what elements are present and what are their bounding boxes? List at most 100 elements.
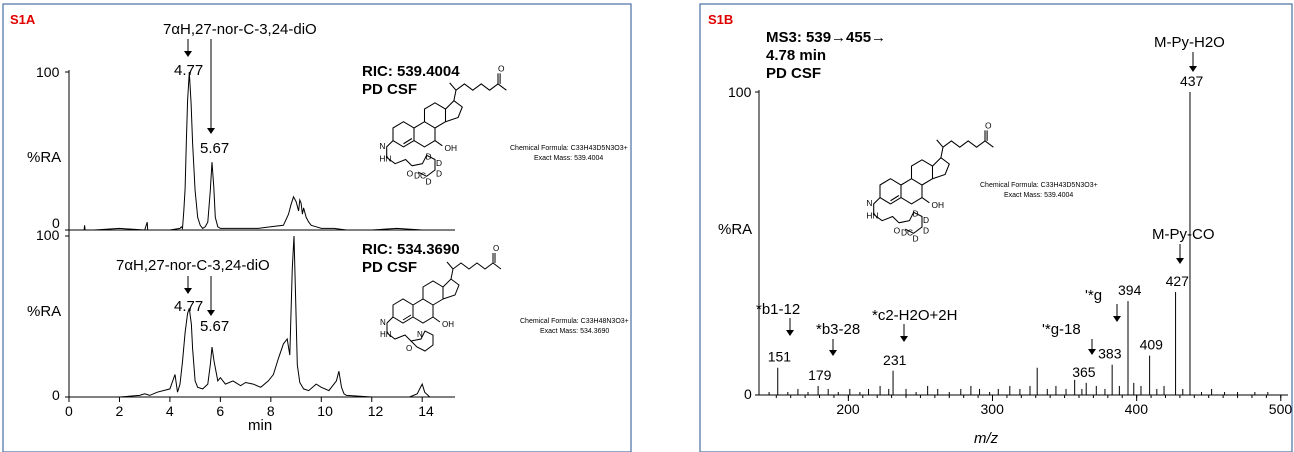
svg-text:DC: DC (414, 170, 426, 180)
structure-ms: OH O N HN O D D D D DC (866, 120, 994, 244)
ms-precursor-label: MS3: 539→455→ (766, 29, 886, 46)
bottom-ric-label: RIC: 534.3690 (362, 241, 460, 258)
bottom-ylabel: %RA (27, 303, 61, 320)
bottom-arrowhead-5-67 (207, 310, 215, 316)
ms-exact-mass: Exact Mass: 539.4004 (1004, 192, 1073, 199)
bottom-ytick-label-0: 0 (52, 387, 60, 403)
ms-minor-ticks (775, 395, 1282, 398)
svg-text:OH: OH (444, 143, 457, 153)
top-ytick-label-100: 100 (36, 64, 60, 80)
bottom-formula: Chemical Formula: C33H48N3O3+ (520, 318, 629, 325)
ms-peak-label: 365 (1072, 364, 1096, 380)
svg-text:O: O (407, 168, 414, 178)
svg-text:DC: DC (901, 227, 913, 237)
bottom-arrowhead-4-77 (184, 288, 192, 294)
svg-text:N: N (866, 198, 872, 208)
svg-text:HN: HN (380, 330, 392, 339)
ms-peak-label: 231 (883, 352, 907, 368)
ms-ytick-label-0: 0 (744, 386, 752, 402)
frag-label-c2: *c2-H2O+2H (872, 307, 957, 324)
top-formula: Chemical Formula: C33H43D5N3O3+ (510, 145, 628, 152)
panel-s1a-frame (2, 3, 632, 452)
bottom-ytick-label-100: 100 (36, 227, 60, 243)
bottom-xtick-label: 14 (418, 403, 434, 419)
svg-text:OH: OH (442, 320, 454, 329)
ms-sample-label: PD CSF (766, 65, 821, 82)
svg-text:O: O (493, 244, 499, 253)
ms-peak-label: 383 (1098, 346, 1122, 362)
panel-s1b-frame (699, 3, 1293, 452)
svg-text:HN: HN (379, 154, 391, 164)
ms-peak-label: 427 (1166, 273, 1190, 289)
ms-xtick-label: 500 (1269, 401, 1293, 417)
top-compound-label: 7αH,27-nor-C-3,24-diO (163, 21, 317, 38)
svg-text:N: N (417, 330, 423, 339)
bottom-sample-label: PD CSF (362, 259, 417, 276)
frag-label-g-18: '*g-18 (1042, 321, 1081, 338)
frag-label-m-py-h2o: M-Py-H2O (1154, 34, 1225, 51)
structure-bottom: OH O N HN O N (380, 244, 502, 353)
svg-text:D: D (436, 168, 442, 178)
svg-text:OH: OH (931, 200, 944, 210)
panel-s1b-tag: S1B (708, 12, 733, 27)
chromatogram-top: 100 0 %RA 7αH,27-nor-C-3,24-diO 4.77 5.6… (27, 21, 460, 231)
bottom-exact-mass: Exact Mass: 534.3690 (540, 328, 609, 335)
bottom-xtick-label: 10 (317, 403, 333, 419)
svg-text:O: O (406, 344, 412, 353)
top-peak-label-4-77: 4.77 (174, 62, 203, 79)
ms-xtick-label: 300 (981, 401, 1005, 417)
svg-text:HN: HN (866, 211, 878, 221)
svg-text:D: D (913, 209, 919, 219)
panel-s1a-tag: S1A (10, 12, 36, 27)
ms-peak-label: 394 (1118, 282, 1142, 298)
top-ric-label: RIC: 539.4004 (362, 63, 460, 80)
ms-peak-label: 179 (808, 367, 832, 383)
top-arrowhead-4-77 (184, 51, 192, 57)
ms-xtick-label: 200 (836, 401, 860, 417)
svg-text:D: D (426, 177, 432, 187)
ms-label-arrows (786, 52, 1197, 356)
frag-label-b3-28: *b3-28 (816, 321, 860, 338)
chromatogram-bottom-trace (69, 235, 455, 398)
bottom-peak-label-5-67: 5.67 (200, 318, 229, 335)
frag-label-m-py-co: M-Py-CO (1152, 226, 1215, 243)
frag-label-b1-12: *b1-12 (756, 301, 800, 318)
bottom-peak-label-4-77: 4.77 (174, 298, 203, 315)
ms-peak-label: 151 (768, 349, 792, 365)
bottom-xtick-label: 12 (368, 403, 384, 419)
svg-text:D: D (923, 225, 929, 235)
top-ytick-label-0: 0 (52, 215, 60, 231)
bottom-xtick-label: 0 (65, 403, 73, 419)
svg-text:N: N (379, 141, 385, 151)
ms-xlabel: m/z (974, 430, 999, 447)
structure-top: OH O N HN O D D D D DC (379, 63, 507, 187)
frag-label-g: '*g (1085, 287, 1102, 304)
bottom-xtick-label: 2 (115, 403, 123, 419)
ms-xtick-label: 400 (1125, 401, 1149, 417)
ms-x-ticks: 200 300 400 500 (836, 395, 1292, 417)
svg-text:D: D (436, 158, 442, 168)
top-sample-label: PD CSF (362, 81, 417, 98)
bottom-xtick-label: 8 (267, 403, 275, 419)
bottom-x-ticks: 0 2 4 6 8 10 12 14 (65, 397, 434, 419)
top-peak-label-5-67: 5.67 (200, 140, 229, 157)
ms-formula: Chemical Formula: C33H43D5N3O3+ (980, 182, 1098, 189)
ms-noise-peaks (768, 367, 1269, 395)
bottom-xtick-label: 4 (166, 403, 174, 419)
ms-ylabel: %RA (718, 221, 752, 238)
top-exact-mass: Exact Mass: 539.4004 (534, 155, 603, 162)
ms-peak-label: 409 (1140, 337, 1164, 353)
svg-text:D: D (426, 152, 432, 162)
bottom-xlabel: min (248, 417, 272, 434)
top-arrowhead-5-67 (207, 128, 215, 134)
ms-time-label: 4.78 min (766, 47, 826, 64)
svg-text:N: N (380, 318, 386, 327)
chromatogram-top-trace (69, 71, 455, 231)
bottom-xtick-label: 6 (216, 403, 224, 419)
svg-text:O: O (894, 225, 901, 235)
chromatogram-bottom: 100 0 %RA 0 2 4 6 8 10 12 14 min 7αH,27-nor-C-3… (27, 227, 460, 434)
bottom-compound-label: 7αH,27-nor-C-3,24-diO (116, 257, 270, 274)
svg-text:D: D (923, 215, 929, 225)
